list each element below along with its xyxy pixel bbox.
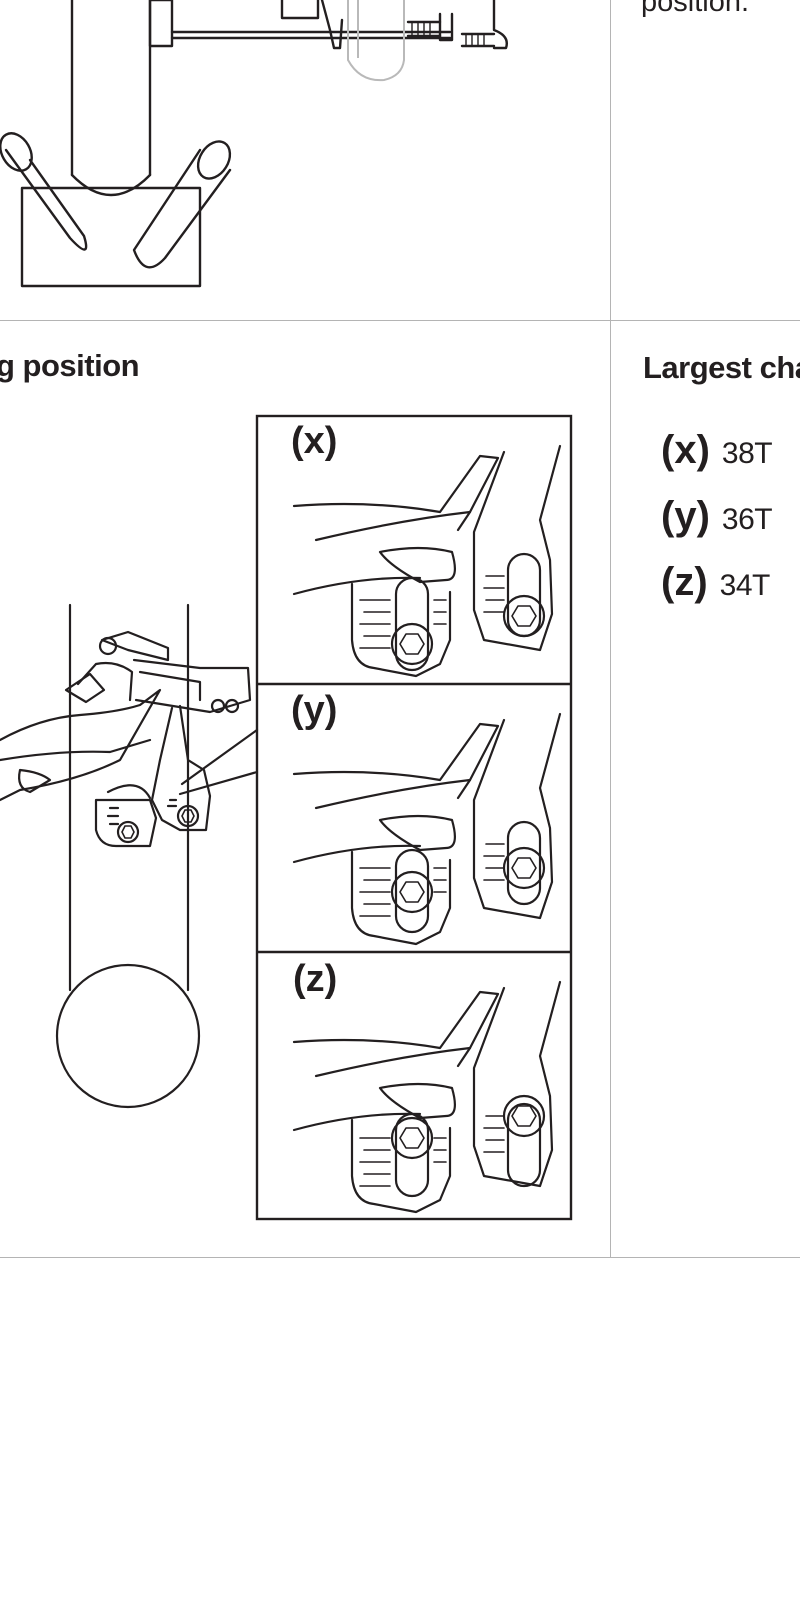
column-divider-upper [610, 0, 611, 320]
inset-x-drawing [292, 444, 562, 678]
section-heading-right: Largest cha [643, 350, 800, 385]
column-divider-lower [610, 321, 611, 1257]
chainring-letter: (z) [661, 560, 708, 604]
chainring-item-x: (x) 38T [661, 428, 773, 473]
chainring-item-z: (z) 34T [661, 560, 770, 605]
chainring-letter: (y) [661, 494, 710, 538]
section-divider-bottom [0, 1257, 800, 1258]
chainring-item-y: (y) 36T [661, 494, 773, 539]
frame-clamp-illustration [0, 0, 508, 288]
inset-z-drawing [292, 980, 562, 1214]
section-divider-top [0, 320, 800, 321]
inset-label-z: (z) [293, 958, 338, 1000]
inset-label-x: (x) [291, 420, 338, 462]
top-right-text: position. [641, 0, 750, 18]
inset-label-y: (y) [291, 689, 338, 731]
inset-y-drawing [292, 712, 562, 946]
section-heading-left: g position [0, 348, 140, 383]
chainring-value: 38T [721, 437, 773, 470]
chainring-value: 34T [719, 569, 771, 602]
chainring-letter: (x) [661, 428, 710, 472]
front-derailleur-illustration [0, 414, 573, 1221]
chainring-value: 36T [721, 503, 773, 536]
